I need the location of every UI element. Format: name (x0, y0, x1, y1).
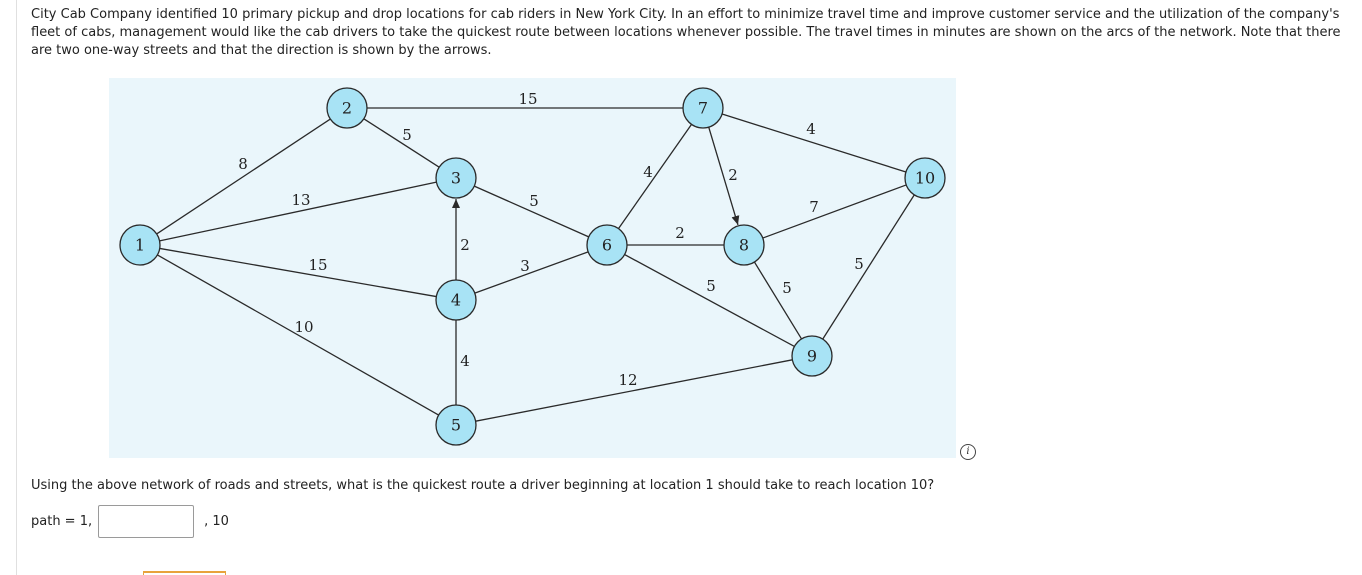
node-label-1: 1 (135, 236, 145, 255)
path-suffix-label: , 10 (204, 514, 229, 529)
node-label-3: 3 (451, 169, 461, 188)
edge-1-5 (157, 254, 439, 416)
edge-weight-2-7: 15 (518, 90, 537, 108)
node-10: 10 (904, 157, 946, 199)
edge-weight-7-10: 4 (806, 120, 816, 138)
edge-weight-1-3: 13 (291, 191, 310, 209)
edge-6-7 (617, 124, 693, 229)
left-divider (16, 0, 17, 575)
node-label-4: 4 (451, 291, 461, 310)
node-circle-3 (435, 157, 477, 199)
edge-weight-8-9: 5 (782, 279, 792, 297)
edge-4-6 (474, 251, 589, 294)
node-label-8: 8 (739, 236, 749, 255)
edge-8-9 (753, 261, 803, 340)
edge-weight-1-4: 15 (308, 256, 327, 274)
answer-row: path = 1, , 10 (31, 503, 229, 540)
node-6: 6 (586, 224, 628, 266)
node-circle-8 (723, 224, 765, 266)
edge-weight-9-10: 5 (854, 255, 864, 273)
node-3: 3 (435, 157, 477, 199)
edge-1-3 (159, 181, 437, 242)
edge-weight-4-6: 3 (520, 257, 530, 275)
edge-weight-4-5: 4 (460, 352, 470, 370)
edge-weight-3-6: 5 (529, 192, 539, 210)
edge-9-10 (822, 194, 915, 340)
edge-3-6 (474, 185, 589, 238)
node-circle-5 (435, 404, 477, 446)
node-circle-10 (904, 157, 946, 199)
node-circle-9 (791, 335, 833, 377)
edge-5-9 (475, 359, 793, 422)
path-answer-input[interactable] (98, 505, 195, 538)
edge-8-10 (762, 184, 907, 239)
problem-statement: City Cab Company identified 10 primary p… (31, 7, 1341, 58)
node-5: 5 (435, 404, 477, 446)
node-label-7: 7 (698, 99, 708, 118)
edge-weight-8-10: 7 (809, 198, 819, 216)
node-circle-7 (682, 87, 724, 129)
edge-weight-1-2: 8 (238, 155, 248, 173)
node-label-5: 5 (451, 416, 461, 435)
node-1: 1 (119, 224, 161, 266)
info-icon[interactable]: i (960, 444, 976, 460)
edge-weight-2-3: 5 (402, 126, 412, 144)
edge-weight-6-9: 5 (706, 277, 716, 295)
edge-7-8 (708, 126, 740, 226)
node-2: 2 (326, 87, 368, 129)
node-label-9: 9 (807, 347, 817, 366)
node-8: 8 (723, 224, 765, 266)
edge-2-3 (363, 118, 440, 168)
node-label-2: 2 (342, 99, 352, 118)
edge-weight-6-7: 4 (643, 163, 653, 181)
submit-button-edge[interactable] (143, 571, 226, 575)
edge-7-10 (721, 113, 907, 173)
node-circle-4 (435, 279, 477, 321)
node-circle-2 (326, 87, 368, 129)
node-label-6: 6 (602, 236, 612, 255)
path-prefix-label: path = 1, (31, 514, 93, 529)
node-circle-6 (586, 224, 628, 266)
edge-weight-4-3: 2 (460, 236, 470, 254)
edge-weight-7-8: 2 (728, 166, 738, 184)
edge-weight-6-8: 2 (675, 224, 685, 242)
edge-1-4 (159, 247, 437, 298)
question-text: Using the above network of roads and str… (31, 478, 935, 493)
node-circle-1 (119, 224, 161, 266)
edge-1-2 (156, 118, 331, 235)
node-9: 9 (791, 335, 833, 377)
edge-6-9 (624, 253, 795, 348)
node-7: 7 (682, 87, 724, 129)
node-4: 4 (435, 279, 477, 321)
edge-weight-5-9: 12 (618, 371, 637, 389)
edge-weight-1-5: 10 (294, 318, 313, 336)
node-label-10: 10 (915, 169, 935, 188)
